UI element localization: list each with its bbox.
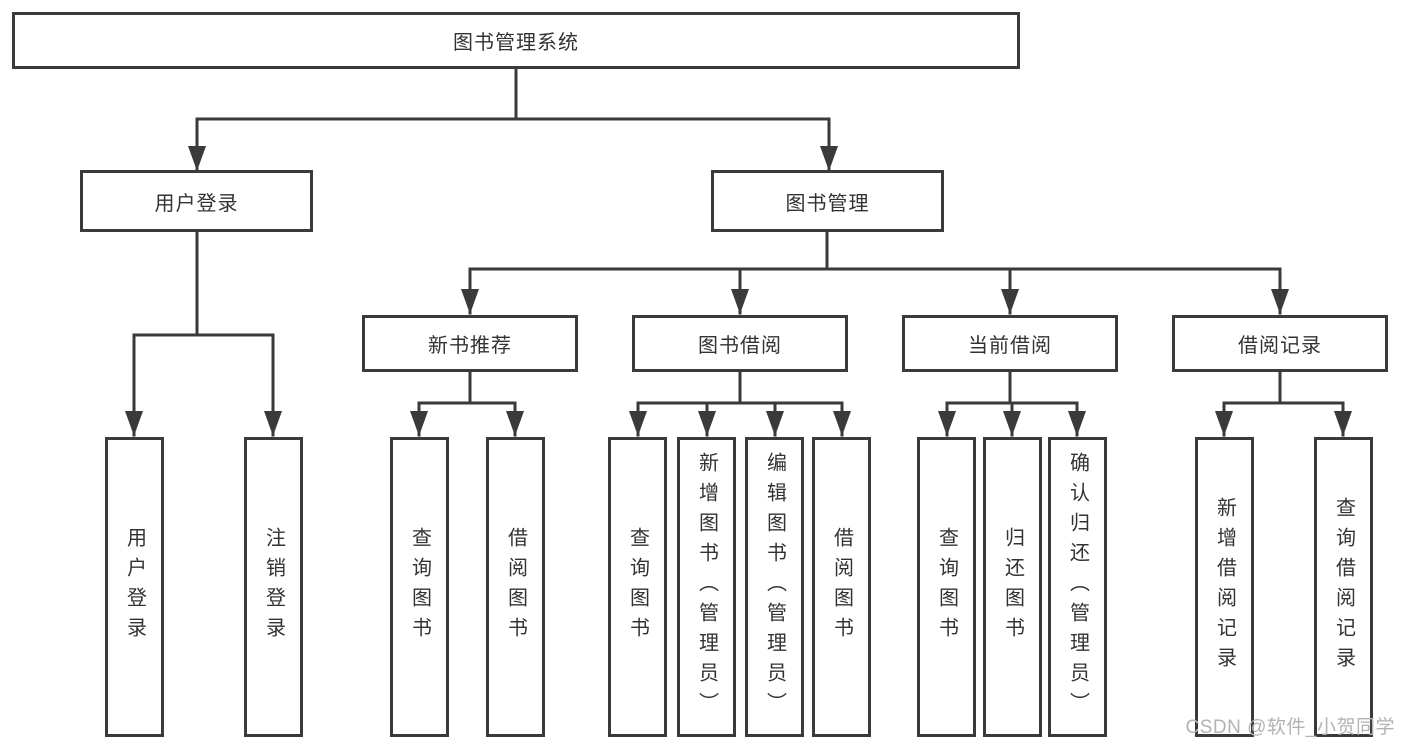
leaf-query-borrow-record: 查询借阅记录	[1314, 437, 1373, 737]
leaf-add-book-admin: 新增图书（管理员）	[677, 437, 736, 737]
leaf-borrow-books-recommend: 借阅图书	[486, 437, 545, 737]
leaf-label: 注销登录	[262, 527, 285, 647]
leaf-label: 查询图书	[935, 527, 958, 647]
node-library-system: 图书管理系统	[12, 12, 1020, 69]
leaf-logout: 注销登录	[244, 437, 303, 737]
node-new-book-recommend: 新书推荐	[362, 315, 578, 372]
node-label: 借阅记录	[1238, 335, 1322, 357]
leaf-label: 新增借阅记录	[1213, 497, 1236, 677]
leaf-label: 查询图书	[408, 527, 431, 647]
leaf-label: 用户登录	[123, 527, 146, 647]
leaf-label: 借阅图书	[504, 527, 527, 647]
leaf-borrow-books-borrowing: 借阅图书	[812, 437, 871, 737]
leaf-user-login: 用户登录	[105, 437, 164, 737]
leaf-label: 借阅图书	[830, 527, 853, 647]
arrowhead-icons	[125, 146, 1352, 436]
node-label: 图书借阅	[698, 335, 782, 357]
node-book-borrowing: 图书借阅	[632, 315, 848, 372]
leaf-query-books-current: 查询图书	[917, 437, 976, 737]
leaf-confirm-return-admin: 确认归还（管理员）	[1048, 437, 1107, 737]
leaf-label: 新增图书（管理员）	[695, 452, 718, 722]
node-user-login-branch: 用户登录	[80, 170, 313, 232]
leaf-label: 归还图书	[1001, 527, 1024, 647]
leaf-label: 编辑图书（管理员）	[763, 452, 786, 722]
node-label: 图书管理系统	[453, 32, 579, 54]
watermark: CSDN @软件_小贺同学	[1185, 717, 1395, 738]
leaf-label: 确认归还（管理员）	[1066, 452, 1089, 722]
leaf-query-books-borrowing: 查询图书	[608, 437, 667, 737]
leaf-add-borrow-record: 新增借阅记录	[1195, 437, 1254, 737]
leaf-edit-book-admin: 编辑图书（管理员）	[745, 437, 804, 737]
leaf-label: 查询借阅记录	[1332, 497, 1355, 677]
node-borrowing-records: 借阅记录	[1172, 315, 1388, 372]
node-label: 图书管理	[785, 192, 870, 215]
node-label: 用户登录	[154, 192, 239, 215]
leaf-query-books-recommend: 查询图书	[390, 437, 449, 737]
node-label: 新书推荐	[428, 335, 512, 357]
node-current-borrowing: 当前借阅	[902, 315, 1118, 372]
leaf-label: 查询图书	[626, 527, 649, 647]
node-book-management-branch: 图书管理	[711, 170, 944, 232]
leaf-return-book: 归还图书	[983, 437, 1042, 737]
node-label: 当前借阅	[968, 335, 1052, 357]
